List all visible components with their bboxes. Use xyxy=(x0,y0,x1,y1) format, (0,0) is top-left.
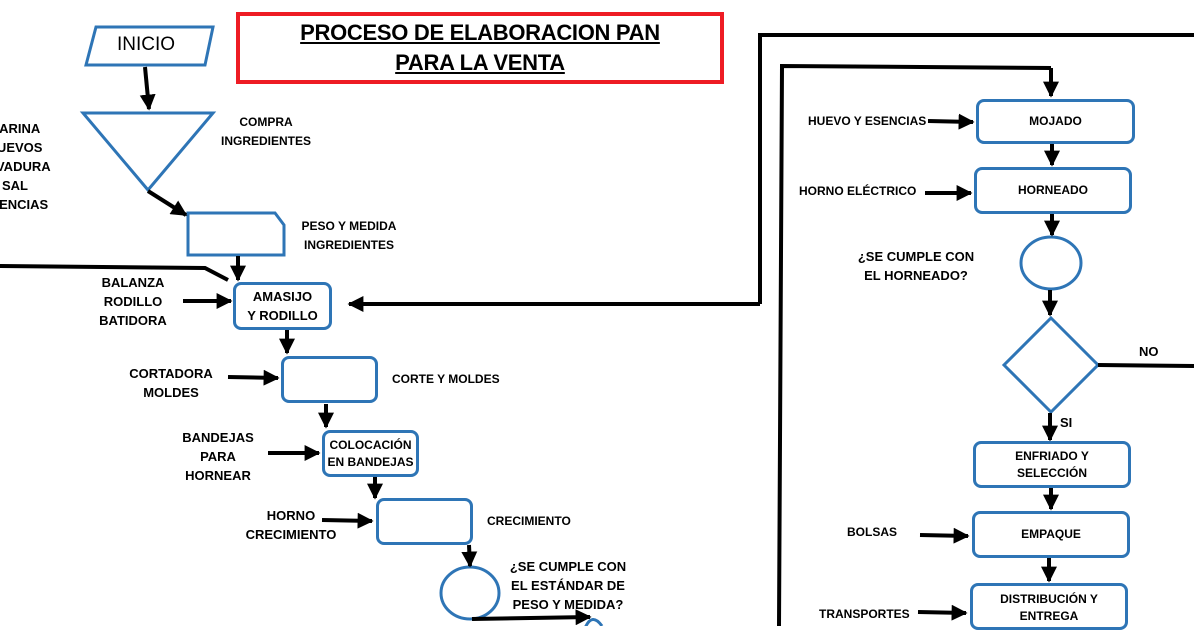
ingredient-item: HUEVOS xyxy=(0,140,43,155)
question-left-line: PESO Y MEDIDA? xyxy=(512,597,624,612)
compra-triangle xyxy=(79,111,217,193)
distribucion-box: DISTRIBUCIÓN Y ENTREGA xyxy=(970,583,1128,630)
horneado-label: HORNEADO xyxy=(1017,183,1088,197)
colocacion-line: COLOCACIÓN xyxy=(329,437,412,452)
peso-label-line: PESO Y MEDIDA xyxy=(301,219,397,233)
question-left-line: EL ESTÁNDAR DE xyxy=(511,578,625,593)
horneado-box: HORNEADO xyxy=(974,167,1132,214)
arrow-crecimiento-question xyxy=(461,544,478,568)
arrow-inicio-compra xyxy=(139,66,156,111)
amasijo-box: AMASIJO Y RODILLO xyxy=(233,282,332,330)
crecimiento-input-item: CRECIMIENTO xyxy=(245,527,337,542)
peso-shape xyxy=(186,211,286,257)
right-column-line xyxy=(777,63,1052,626)
enfriado-box: ENFRIADO Y SELECCIÓN xyxy=(973,441,1131,488)
colocacion-box: COLOCACIÓN EN BANDEJAS xyxy=(322,430,419,477)
arrow-cortadora-corte xyxy=(227,369,280,386)
arrow-question-next xyxy=(471,609,592,626)
question-circle-left xyxy=(439,565,501,621)
corte-label: CORTE Y MOLDES xyxy=(392,372,500,386)
decision-diamond xyxy=(1001,315,1101,415)
no-branch-line xyxy=(1097,363,1194,368)
question-right-line: EL HORNEADO? xyxy=(864,268,968,283)
transportes-label: TRANSPORTES xyxy=(819,607,910,621)
compra-label: COMPRA INGREDIENTES xyxy=(216,113,316,151)
corte-input-item: MOLDES xyxy=(143,385,199,400)
crecimiento-label: CRECIMIENTO xyxy=(487,514,571,528)
corte-input-item: CORTADORA xyxy=(129,366,213,381)
distribucion-line: ENTREGA xyxy=(1019,609,1079,623)
arrow-bolsas-empaque xyxy=(919,527,970,544)
compra-label-line: COMPRA xyxy=(239,115,293,129)
question-left-line: ¿SE CUMPLE CON xyxy=(509,559,627,574)
title-line-2: PARA LA VENTA xyxy=(395,50,565,75)
crecimiento-inputs-label: HORNO CRECIMIENTO xyxy=(236,506,346,544)
arrow-compra-peso xyxy=(146,189,188,217)
amasijo-inputs-label: BALANZA RODILLO BATIDORA xyxy=(90,273,176,330)
bandejas-input-item: BANDEJAS xyxy=(182,430,254,445)
return-line-left xyxy=(0,264,229,282)
title-line-1: PROCESO DE ELABORACION PAN xyxy=(300,20,660,45)
empaque-box: EMPAQUE xyxy=(972,511,1130,558)
amasijo-input-item: BALANZA xyxy=(101,275,165,290)
bandejas-input-item: PARA xyxy=(200,449,236,464)
ingredient-item: HARINA xyxy=(0,121,41,136)
question-circle-right xyxy=(1019,235,1083,291)
amasijo-input-item: BATIDORA xyxy=(99,313,167,328)
bandejas-inputs-label: BANDEJAS PARA HORNEAR xyxy=(168,428,268,485)
ingredient-item: LEVADURA xyxy=(0,159,51,174)
title-box: PROCESO DE ELABORACION PAN PARA LA VENTA xyxy=(236,12,724,84)
crecimiento-box xyxy=(376,498,473,545)
arrow-horno-crecimiento xyxy=(321,512,374,529)
arrow-transportes-distribucion xyxy=(917,604,968,621)
enfriado-line: SELECCIÓN xyxy=(1016,465,1087,480)
empaque-label: EMPAQUE xyxy=(1021,527,1081,541)
amasijo-line: Y RODILLO xyxy=(247,308,318,323)
mojado-label: MOJADO xyxy=(1029,114,1082,128)
amasijo-line: AMASIJO xyxy=(252,289,313,304)
corte-box xyxy=(281,356,378,403)
arrow-huevo-mojado xyxy=(927,113,975,130)
distribucion-line: DISTRIBUCIÓN Y xyxy=(1000,592,1098,606)
inicio-parallelogram xyxy=(84,25,215,67)
question-right-line: ¿SE CUMPLE CON xyxy=(857,249,975,264)
ingredient-item: SAL xyxy=(2,178,28,193)
huevo-input-label: HUEVO Y ESENCIAS xyxy=(808,114,927,128)
ingredient-item: ESENCIAS xyxy=(0,197,49,212)
bolsas-label: BOLSAS xyxy=(847,525,898,539)
compra-label-line: INGREDIENTES xyxy=(220,134,311,148)
peso-label-line: INGREDIENTES xyxy=(303,238,394,252)
peso-label: PESO Y MEDIDA INGREDIENTES xyxy=(294,217,404,255)
partial-shape-bottom xyxy=(584,618,604,626)
crecimiento-input-item: HORNO xyxy=(266,508,316,523)
inicio-label: INICIO xyxy=(117,34,176,55)
question-left-label: ¿SE CUMPLE CON EL ESTÁNDAR DE PESO Y MED… xyxy=(506,557,630,614)
question-right-label: ¿SE CUMPLE CON EL HORNEADO? xyxy=(852,247,980,285)
loop-line-top xyxy=(758,33,1194,304)
mojado-box: MOJADO xyxy=(976,99,1135,144)
enfriado-line: ENFRIADO Y xyxy=(1015,448,1089,463)
si-label: SI xyxy=(1060,415,1073,430)
ingredients-list: HARINA HUEVOS LEVADURA SAL ESENCIAS xyxy=(0,119,70,214)
horno-electrico-label: HORNO ELÉCTRICO xyxy=(799,184,917,198)
no-label: NO xyxy=(1139,344,1159,359)
corte-inputs-label: CORTADORA MOLDES xyxy=(120,364,222,402)
colocacion-line: EN BANDEJAS xyxy=(327,454,414,469)
bandejas-input-item: HORNEAR xyxy=(185,468,251,483)
amasijo-input-item: RODILLO xyxy=(103,294,163,309)
